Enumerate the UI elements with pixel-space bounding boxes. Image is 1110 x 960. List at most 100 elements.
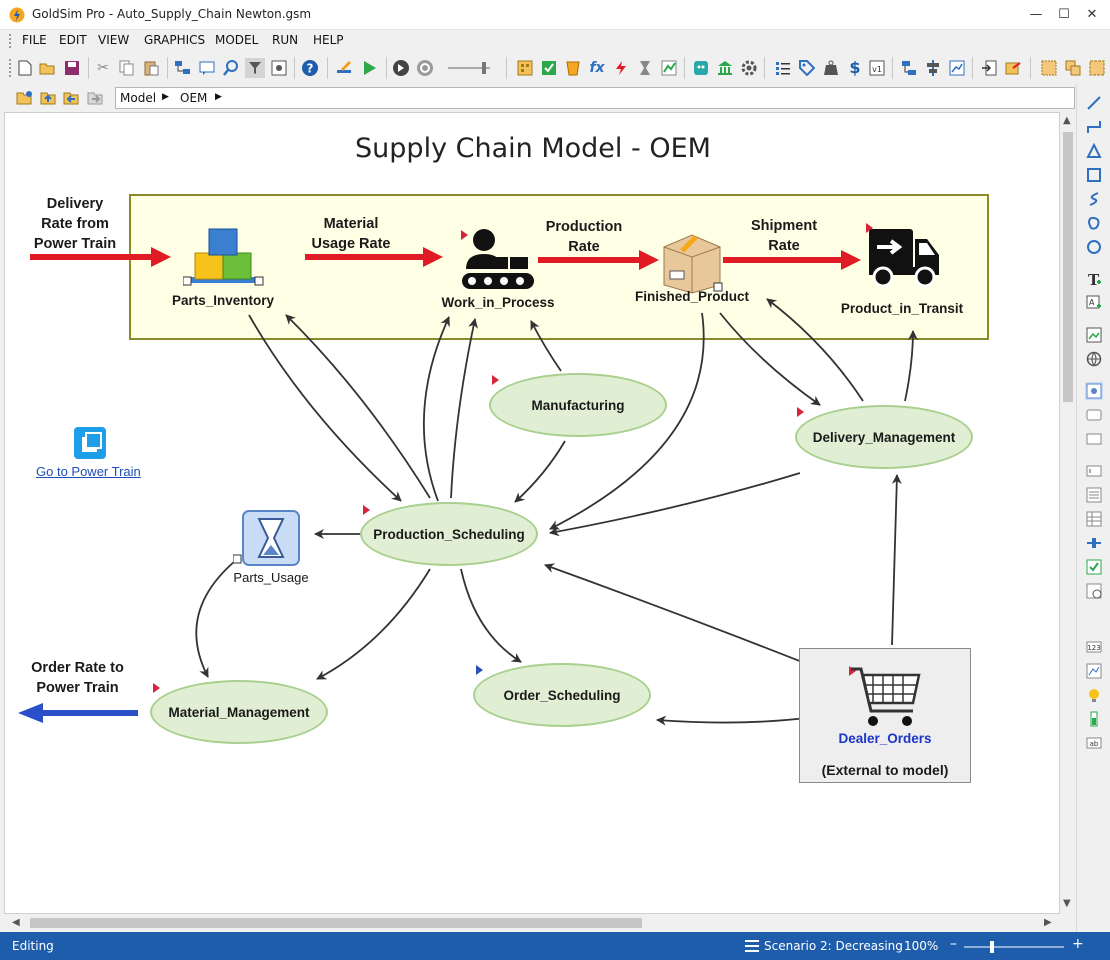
text-display-icon[interactable]: ab (1085, 734, 1103, 752)
curve-tool-icon[interactable] (1085, 190, 1103, 208)
zoom-slider[interactable] (964, 940, 1064, 954)
production-scheduling-node[interactable]: Production_Scheduling (360, 502, 538, 566)
line-tool-icon[interactable] (1085, 94, 1103, 112)
menu-help[interactable]: HELP (313, 33, 344, 47)
copy-icon[interactable] (118, 59, 136, 77)
shopping-cart-icon[interactable] (849, 663, 923, 731)
scroll-right-icon[interactable]: ▶ (1044, 917, 1052, 928)
options-icon[interactable] (270, 59, 288, 77)
go-up-folder-icon[interactable] (40, 89, 58, 107)
list-box-icon[interactable] (1085, 486, 1103, 504)
menu-file[interactable]: FILE (22, 33, 47, 47)
image-tool-icon[interactable] (1085, 326, 1103, 344)
material-management-node[interactable]: Material_Management (150, 680, 328, 744)
note-icon[interactable] (198, 59, 216, 77)
dashboard-icon[interactable] (692, 59, 710, 77)
new-file-icon[interactable] (16, 59, 34, 77)
close-button[interactable]: ✕ (1086, 7, 1098, 22)
reset-icon[interactable] (416, 59, 434, 77)
maximize-button[interactable]: ☐ (1058, 7, 1070, 22)
slider-control-icon[interactable] (1085, 534, 1103, 552)
find-icon[interactable] (222, 59, 240, 77)
rectangle-tool-icon[interactable] (1085, 166, 1103, 184)
indicator-light-icon[interactable] (1085, 686, 1103, 704)
import-icon[interactable] (980, 59, 998, 77)
menu-run[interactable]: RUN (272, 33, 299, 47)
order-scheduling-node[interactable]: Order_Scheduling (473, 663, 651, 727)
menu-graphics[interactable]: GRAPHICS (144, 33, 206, 47)
reservoir-icon[interactable] (564, 59, 582, 77)
numeric-display-icon[interactable]: 123 (1085, 638, 1103, 656)
paste-icon[interactable] (142, 59, 160, 77)
tag-icon[interactable] (798, 59, 816, 77)
go-to-power-train-link[interactable]: Go to Power Train (36, 464, 141, 479)
cut-icon[interactable]: ✂ (97, 60, 109, 76)
step-icon[interactable] (392, 59, 410, 77)
edit-mode-icon[interactable] (336, 59, 354, 77)
zoom-in-button[interactable]: + (1072, 936, 1084, 952)
vertical-scrollbar[interactable]: ▲ ▼ (1060, 112, 1076, 914)
help-icon[interactable]: ? (301, 59, 319, 77)
manufacturing-node[interactable]: Manufacturing (489, 373, 667, 437)
horizontal-scroll-thumb[interactable] (30, 918, 642, 928)
scenario-list-icon[interactable] (745, 940, 759, 952)
function-icon[interactable]: fx (589, 60, 605, 76)
product-in-transit-icon[interactable] (867, 227, 941, 289)
align-icon[interactable] (924, 59, 942, 77)
filter-icon[interactable] (245, 58, 265, 78)
checkbox-control-icon[interactable] (1085, 558, 1103, 576)
menu-view[interactable]: VIEW (98, 33, 130, 47)
breadcrumb-model[interactable]: Model (120, 91, 157, 105)
export-icon[interactable] (1004, 59, 1022, 77)
model-canvas[interactable]: Supply Chain Model - OEM (4, 112, 1060, 914)
save-icon[interactable] (63, 59, 81, 77)
parts-inventory-icon[interactable] (183, 227, 265, 289)
finished-product-icon[interactable] (660, 231, 724, 295)
hyperlink-globe-icon[interactable] (1085, 350, 1103, 368)
version-icon[interactable]: v1 (868, 59, 886, 77)
link-icon[interactable] (73, 426, 107, 460)
gauge-icon[interactable] (1085, 710, 1103, 728)
time-history-icon[interactable] (948, 59, 966, 77)
ungroup-icon[interactable] (1064, 59, 1082, 77)
data-icon[interactable] (540, 59, 558, 77)
event-icon[interactable] (612, 59, 630, 77)
elbow-line-tool-icon[interactable] (1085, 118, 1103, 136)
chart-result-icon[interactable] (660, 59, 678, 77)
minimize-button[interactable]: — (1029, 7, 1043, 22)
freeform-tool-icon[interactable] (1085, 214, 1103, 232)
parts-usage-icon[interactable] (233, 509, 303, 571)
input-field-icon[interactable] (1085, 462, 1103, 480)
go-forward-folder-icon[interactable] (87, 89, 105, 107)
menu-model[interactable]: MODEL (215, 33, 259, 47)
scenario-label[interactable]: Scenario 2: Decreasing (764, 939, 903, 953)
vertical-scroll-thumb[interactable] (1063, 132, 1073, 402)
ellipse-tool-icon[interactable] (1085, 238, 1103, 256)
breadcrumb-arrow-icon[interactable]: ▶ (162, 92, 169, 102)
container-icon[interactable] (516, 59, 534, 77)
time-control-icon[interactable] (1085, 582, 1103, 600)
breadcrumb-arrow-icon[interactable]: ▶ (215, 92, 222, 102)
open-folder-icon[interactable] (39, 59, 57, 77)
zoom-out-button[interactable]: – (950, 936, 957, 952)
breadcrumb-oem[interactable]: OEM (180, 91, 208, 105)
label-tool-icon[interactable] (1085, 430, 1103, 448)
scroll-up-icon[interactable]: ▲ (1063, 115, 1071, 126)
scroll-down-icon[interactable]: ▼ (1063, 898, 1071, 909)
settings-gear-icon[interactable] (740, 59, 758, 77)
go-back-folder-icon[interactable] (63, 89, 81, 107)
timer-icon[interactable] (636, 59, 654, 77)
delivery-management-node[interactable]: Delivery_Management (795, 405, 973, 469)
menu-edit[interactable]: EDIT (59, 33, 87, 47)
scroll-left-icon[interactable]: ◀ (12, 917, 20, 928)
table-control-icon[interactable] (1085, 510, 1103, 528)
horizontal-scrollbar[interactable]: ◀ ▶ (4, 914, 1060, 932)
polygon-tool-icon[interactable] (1085, 142, 1103, 160)
go-home-folder-icon[interactable] (16, 89, 34, 107)
dashboard-image-icon[interactable] (1085, 382, 1103, 400)
currency-icon[interactable]: $ (849, 57, 861, 77)
clone-icon[interactable] (1088, 59, 1106, 77)
text-box-tool-icon[interactable]: A (1085, 294, 1103, 312)
tree-view-icon[interactable] (900, 59, 918, 77)
speed-slider[interactable] (446, 59, 492, 77)
